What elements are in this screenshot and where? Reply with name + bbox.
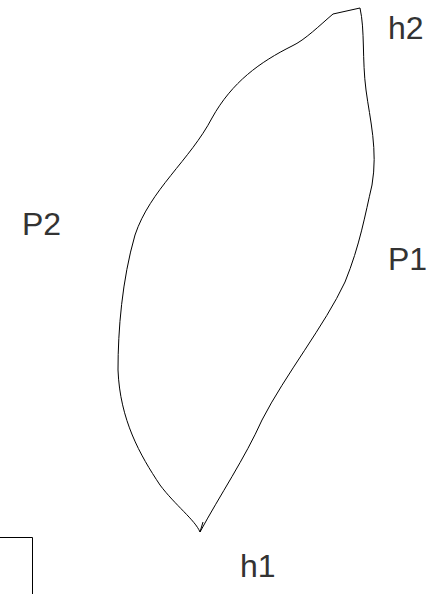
leaf-tip-mark: [200, 522, 203, 532]
leaf-outline: [118, 8, 374, 532]
part-label: P1: [388, 243, 427, 275]
part-label: P2: [22, 208, 61, 240]
part-label: h2: [388, 12, 424, 44]
corner-frame: [0, 538, 33, 594]
part-label: h1: [240, 550, 276, 582]
